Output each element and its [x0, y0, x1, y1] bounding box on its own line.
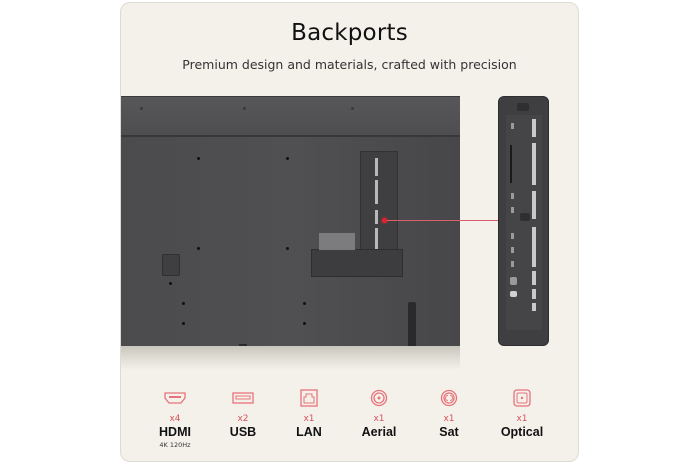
hdmi-icon [135, 388, 215, 408]
side-port [511, 123, 514, 129]
port-sat: x1 Sat [409, 388, 489, 440]
port-spec: 4K 120Hz [159, 441, 191, 449]
vesa-hole [197, 247, 200, 250]
port-count: x1 [303, 414, 315, 424]
label-plate [319, 233, 355, 250]
side-port [532, 303, 536, 311]
port-count: x1 [443, 414, 455, 424]
port-optical: x1 Optical [482, 388, 562, 440]
aerial-icon [339, 388, 419, 408]
sat-port [510, 291, 517, 297]
port-count: x1 [516, 414, 528, 424]
side-port [511, 247, 514, 253]
usb-icon [203, 388, 283, 408]
port-count: x4 [169, 414, 181, 424]
port-slot [375, 228, 378, 256]
aerial-port [510, 277, 517, 285]
port-name: LAN [296, 425, 322, 439]
port-bay [360, 151, 398, 268]
panel-clip [520, 213, 530, 221]
foot-nub [239, 344, 247, 347]
port-hdmi: x4 HDMI 4K 120Hz [135, 388, 215, 449]
vesa-hole [286, 157, 289, 160]
screw [182, 322, 185, 325]
port-count: x2 [237, 414, 249, 424]
screw [182, 302, 185, 305]
port-usb: x2 USB [203, 388, 283, 440]
vesa-hole [286, 247, 289, 250]
optical-icon [482, 388, 562, 408]
backports-card: Backports Premium design and materials, … [120, 2, 579, 462]
page-subtitle: Premium design and materials, crafted wi… [182, 57, 517, 72]
card-slot [510, 145, 512, 183]
side-port-panel-image [498, 96, 549, 346]
port-aerial: x1 Aerial [339, 388, 419, 440]
side-port [511, 193, 514, 199]
side-port [532, 271, 536, 285]
connector-bar [311, 249, 403, 277]
port-name: Aerial [361, 425, 397, 439]
screw [243, 107, 246, 110]
callout-line [387, 220, 498, 221]
power-inlet [162, 254, 180, 276]
tv-rear-image [121, 96, 498, 362]
side-port [511, 261, 514, 267]
port-name: Optical [500, 425, 544, 439]
page-title: Backports [291, 20, 408, 46]
side-port [532, 191, 536, 219]
side-port [511, 233, 514, 239]
side-port [532, 143, 536, 185]
screw [169, 282, 172, 285]
port-slot [375, 210, 378, 224]
port-slot [375, 180, 378, 204]
vesa-hole [197, 157, 200, 160]
screw [351, 107, 354, 110]
side-panel-inner [506, 115, 542, 330]
port-lan: x1 LAN [269, 388, 349, 440]
panel-clip [517, 103, 529, 111]
side-port [532, 289, 536, 299]
side-port [511, 207, 514, 213]
screw [140, 107, 143, 110]
port-count: x1 [373, 414, 385, 424]
ports-row: x4 HDMI 4K 120Hz x2 USB x1 LAN x1 Aerial [121, 388, 578, 458]
port-name: HDMI [159, 425, 191, 439]
lan-icon [269, 388, 349, 408]
side-port [532, 119, 536, 137]
port-name: Sat [439, 425, 459, 439]
screw [303, 322, 306, 325]
side-port [532, 227, 536, 267]
port-slot [375, 158, 378, 176]
tv-shadow [121, 346, 460, 370]
stand-leg [408, 302, 416, 362]
tv-top-band [121, 97, 460, 137]
screw [303, 302, 306, 305]
sat-icon [409, 388, 489, 408]
callout-dot [382, 218, 387, 223]
port-name: USB [229, 425, 257, 439]
